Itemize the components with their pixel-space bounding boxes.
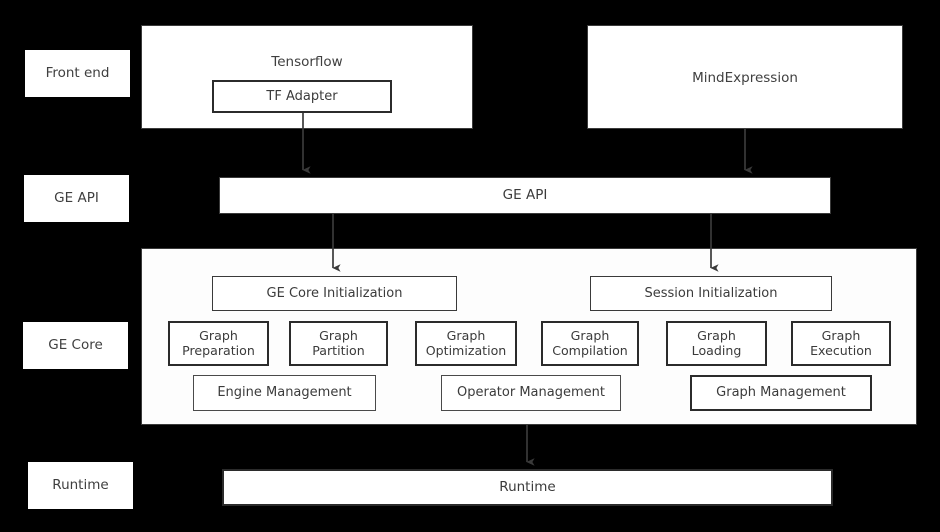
- layer-label-front-end: Front end: [25, 50, 130, 97]
- tensorflow-title: Tensorflow: [271, 54, 343, 70]
- mindexpression-title: MindExpression: [692, 70, 798, 86]
- operator-management-box[interactable]: Operator Management: [441, 375, 621, 411]
- engine-management-box[interactable]: Engine Management: [193, 375, 376, 411]
- graph-execution-box[interactable]: Graph Execution: [791, 321, 891, 366]
- tensorflow-group: Tensorflow TF Adapter: [141, 25, 473, 129]
- layer-label-ge-core: GE Core: [23, 322, 128, 369]
- graph-compilation-box[interactable]: Graph Compilation: [541, 321, 639, 366]
- ge-core-initialization-box[interactable]: GE Core Initialization: [212, 276, 457, 311]
- session-initialization-box[interactable]: Session Initialization: [590, 276, 832, 311]
- layer-label-ge-api: GE API: [24, 175, 129, 222]
- graph-partition-box[interactable]: Graph Partition: [289, 321, 388, 366]
- runtime-bar[interactable]: Runtime: [222, 469, 833, 506]
- graph-loading-box[interactable]: Graph Loading: [666, 321, 767, 366]
- graph-optimization-box[interactable]: Graph Optimization: [415, 321, 517, 366]
- mindexpression-group: MindExpression: [587, 25, 903, 129]
- ge-core-container: GE Core Initialization Session Initializ…: [141, 248, 917, 425]
- ge-api-bar[interactable]: GE API: [219, 177, 831, 214]
- graph-preparation-box[interactable]: Graph Preparation: [168, 321, 269, 366]
- layer-label-runtime: Runtime: [28, 462, 133, 509]
- tf-adapter-box[interactable]: TF Adapter: [212, 80, 392, 113]
- graph-management-box[interactable]: Graph Management: [690, 375, 872, 411]
